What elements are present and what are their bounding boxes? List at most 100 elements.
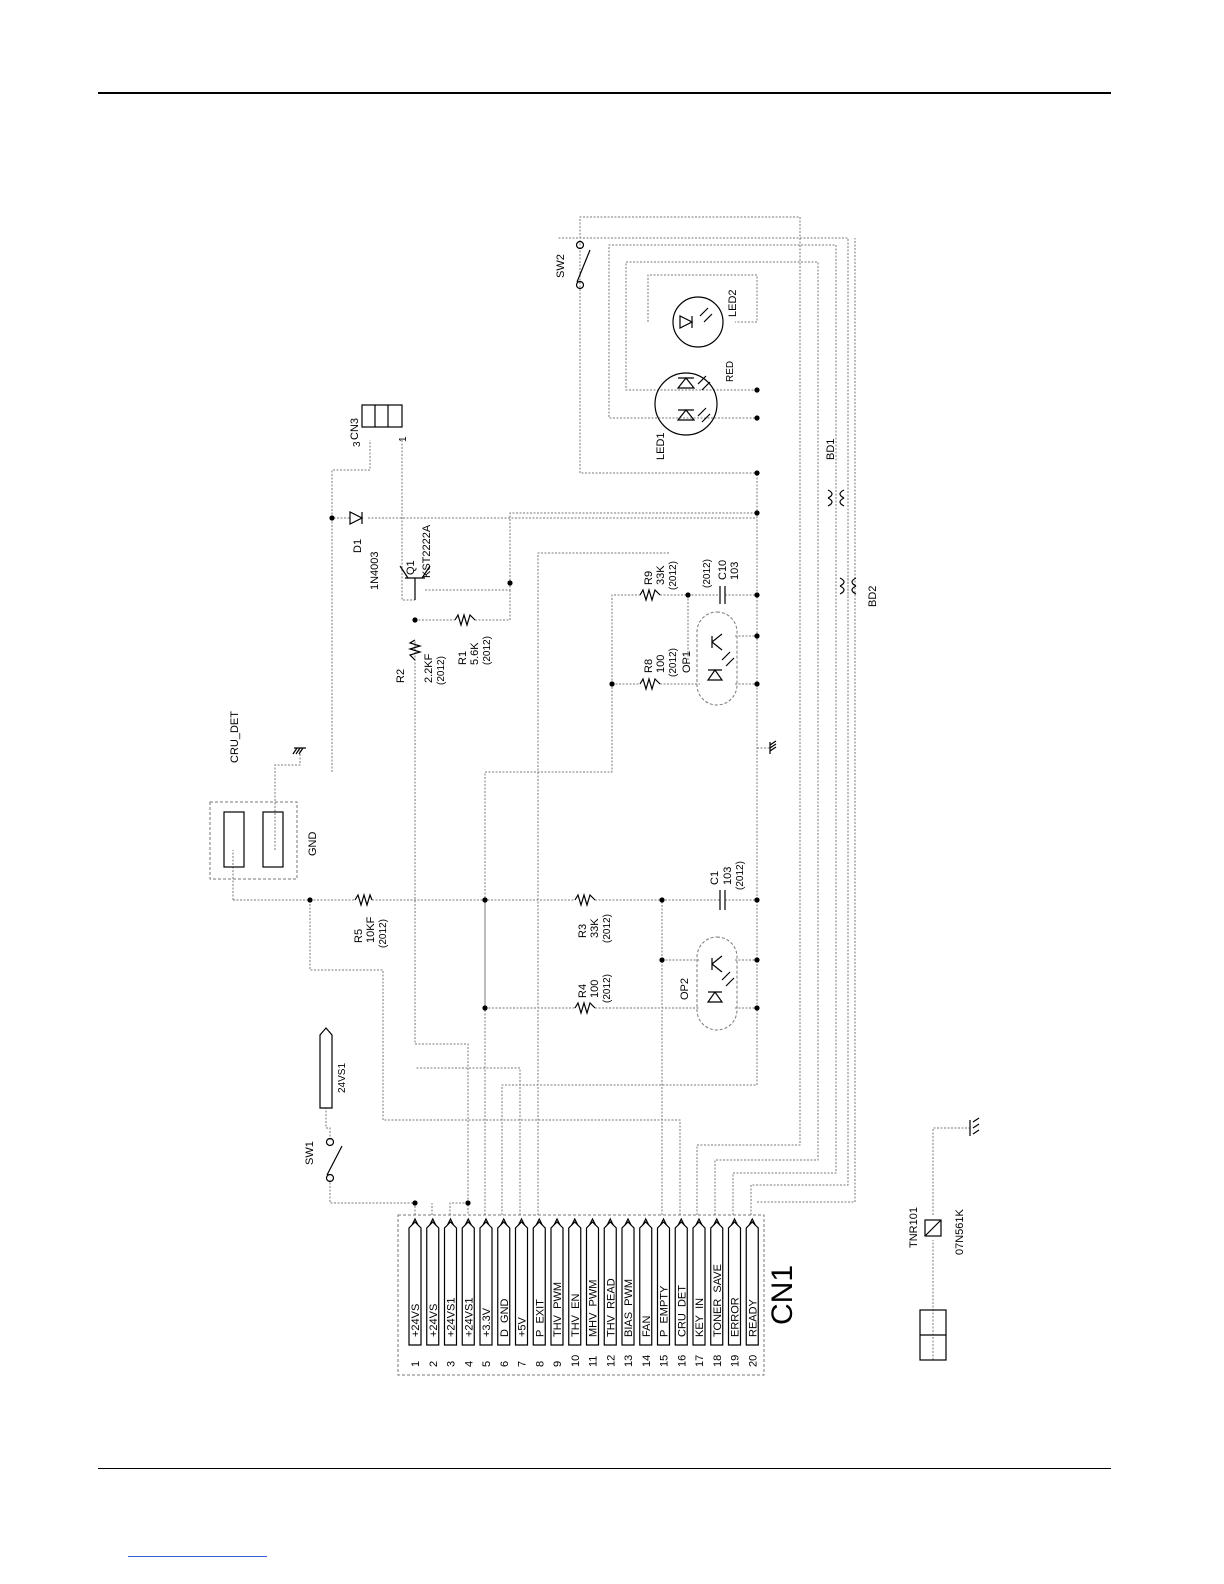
op1-photo-interrupter: OP1 bbox=[681, 611, 738, 706]
op1-ref: OP1 bbox=[681, 651, 693, 673]
led2: LED2 bbox=[672, 289, 739, 348]
c10-ref: C10 bbox=[717, 560, 729, 580]
cn1-pin-contact bbox=[571, 1217, 579, 1226]
cn1-pin-contact bbox=[677, 1217, 685, 1226]
q1-ref: Q1 bbox=[405, 560, 417, 575]
bd2-bead: BD2 bbox=[839, 577, 879, 607]
cn1-pin-contact bbox=[606, 1217, 614, 1226]
footer-link-underline[interactable] bbox=[128, 1556, 267, 1557]
cn1-pin-name: D_GND bbox=[499, 1298, 511, 1337]
cn1-pin-contact bbox=[411, 1217, 419, 1226]
cn1-pin-name: +5V bbox=[517, 1316, 529, 1337]
r5-size: (2012) bbox=[378, 919, 389, 948]
cn1-pin-number: 4 bbox=[463, 1361, 475, 1367]
cn1-pin-15: P_EMPTY 15 bbox=[656, 1217, 671, 1367]
cn1-pin-contact bbox=[659, 1217, 668, 1226]
cn3-pin-low: 1 bbox=[398, 436, 409, 442]
cn1-pin-number: 11 bbox=[588, 1356, 600, 1367]
c1-ref: C1 bbox=[709, 871, 721, 885]
cn1-pin-name: P_EMPTY bbox=[659, 1285, 671, 1337]
r1-size: (2012) bbox=[482, 636, 493, 665]
r4-value: 100 bbox=[589, 980, 601, 998]
cn1-outline bbox=[397, 1214, 765, 1376]
cn1-pin-name: +24VS bbox=[410, 1304, 422, 1337]
cn1-pin-body bbox=[710, 1221, 724, 1346]
cn1-pin-name: READY bbox=[747, 1298, 759, 1337]
r8-value: 100 bbox=[655, 655, 667, 673]
junction-dots bbox=[307, 387, 760, 1206]
net-flag-24vs1: 24VS1 bbox=[319, 1027, 348, 1109]
tnr101-varistor: TNR101 07N561K bbox=[908, 1117, 980, 1361]
cn1-pin-number: 7 bbox=[517, 1361, 529, 1367]
r3-resistor: R3 33K (2012) bbox=[574, 892, 613, 943]
r4-size: (2012) bbox=[602, 974, 613, 1003]
cn1-pin-contact bbox=[517, 1217, 526, 1226]
ground-symbol-op1 bbox=[769, 740, 777, 754]
c1-size: (2012) bbox=[735, 861, 746, 890]
tnr101-value: 07N561K bbox=[954, 1208, 966, 1255]
cn1-pin-1: +24VS 1 bbox=[408, 1217, 422, 1367]
cn1-pin-body bbox=[568, 1221, 582, 1346]
net-24vs1-label: 24VS1 bbox=[337, 1063, 348, 1093]
ground-symbol bbox=[292, 747, 306, 755]
cn1-pin-number: 12 bbox=[605, 1355, 617, 1367]
cn1-pin-contact bbox=[553, 1217, 561, 1226]
cn1-pin-name: THV_PWM bbox=[552, 1282, 564, 1337]
r2-value: 2.2KF bbox=[423, 653, 435, 683]
cn1-pin-number: 17 bbox=[694, 1355, 706, 1367]
r5-ref: R5 bbox=[353, 929, 365, 943]
cn1-pin-number: 1 bbox=[410, 1361, 422, 1367]
cn1-pin-body bbox=[443, 1221, 458, 1346]
cru-det-label: CRU_DET bbox=[229, 711, 241, 763]
cn1-pin-name: BIAS_PWM bbox=[623, 1279, 635, 1337]
cn1-pin-number: 19 bbox=[730, 1355, 742, 1367]
c1-capacitor: C1 103 (2012) bbox=[709, 861, 746, 910]
r3-value: 33K bbox=[589, 918, 601, 938]
tnr101-ref: TNR101 bbox=[908, 1207, 920, 1248]
cn1-pin-number: 6 bbox=[499, 1361, 511, 1367]
cn1-pin-number: 15 bbox=[659, 1355, 671, 1367]
cn3-ref: CN3 bbox=[349, 418, 361, 440]
cn1-pin-contact bbox=[500, 1217, 508, 1226]
cn1-pin-body bbox=[692, 1221, 706, 1346]
cn1-pin-name: +24VS1 bbox=[446, 1298, 458, 1337]
cn1-pin-name: ERROR bbox=[730, 1297, 742, 1337]
c1-value: 103 bbox=[722, 867, 734, 885]
ground-symbol-tnr bbox=[969, 1117, 980, 1136]
r5-resistor: R5 10KF (2012) bbox=[353, 892, 389, 948]
cn1-pin-number: 2 bbox=[428, 1361, 440, 1367]
cn1-pin-19: ERROR 19 bbox=[727, 1217, 742, 1367]
r8-ref: R8 bbox=[643, 659, 655, 673]
sw2-ref: SW2 bbox=[555, 254, 567, 278]
cn1-pin-contact bbox=[464, 1217, 472, 1226]
r4-ref: R4 bbox=[577, 984, 589, 998]
d1-diode: D1 1N4003 bbox=[349, 511, 381, 590]
r8-size: (2012) bbox=[668, 648, 679, 677]
cn1-pin-5: +3.3V5 bbox=[479, 1217, 493, 1367]
r9-resistor: R9 33K (2012) bbox=[639, 561, 679, 603]
cn1-pin-contact bbox=[730, 1217, 739, 1226]
led2-ref: LED2 bbox=[727, 289, 739, 317]
bd1-bead: BD1 bbox=[825, 439, 845, 507]
cn1-connector: +24VS1+24VS2+24VS13+24VS14+3.3V5D_GND6+5… bbox=[397, 1214, 799, 1376]
cn1-pin-contact bbox=[588, 1217, 597, 1226]
cn1-pin-name: KEY_IN bbox=[694, 1298, 706, 1337]
cn1-pin-contact bbox=[482, 1217, 490, 1226]
sw2-switch: SW2 bbox=[555, 240, 591, 290]
cn1-pin-body bbox=[479, 1221, 493, 1346]
r9-size: (2012) bbox=[668, 561, 679, 590]
cn1-pin-body bbox=[514, 1221, 529, 1346]
cn1-pin-number: 10 bbox=[570, 1355, 582, 1367]
r4-resistor: R4 100 (2012) bbox=[574, 974, 613, 1016]
r1-resistor: R1 5.6K (2012) bbox=[454, 612, 493, 665]
cn1-pin-number: 18 bbox=[712, 1355, 724, 1367]
d1-ref: D1 bbox=[352, 539, 364, 553]
cn1-pin-contact bbox=[535, 1217, 543, 1226]
